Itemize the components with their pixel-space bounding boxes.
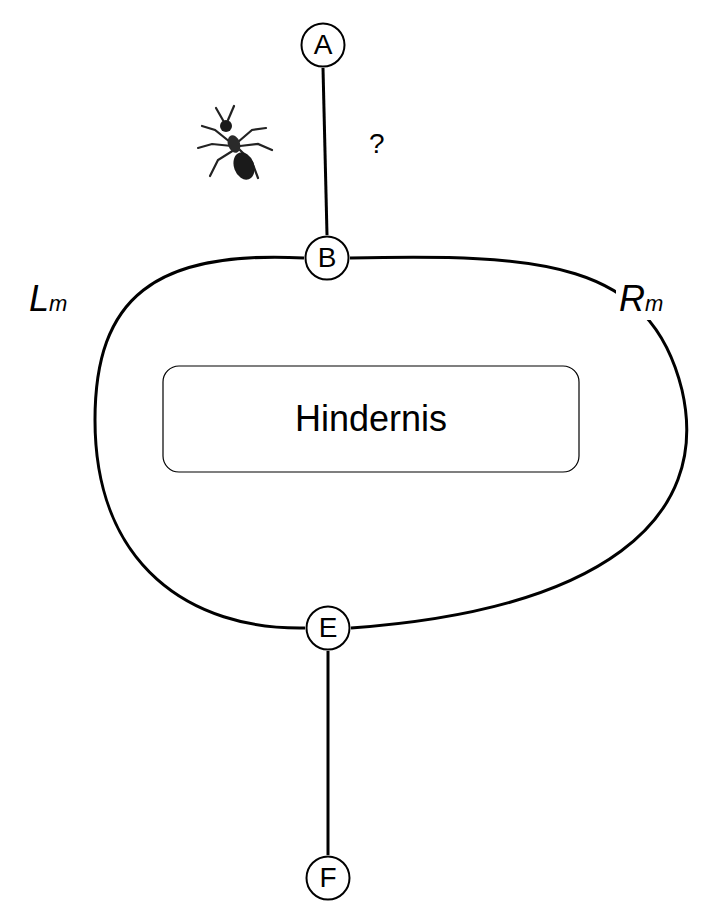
waypoint-circle: E xyxy=(305,605,351,651)
edge-label: ? xyxy=(366,128,388,160)
edge-label: Lm xyxy=(26,278,70,320)
waypoint-circle: B xyxy=(304,235,350,281)
obstacle-box: Hindernis xyxy=(162,365,580,473)
node-label: F xyxy=(319,862,336,894)
node-label: E xyxy=(319,612,338,644)
waypoint-circle: F xyxy=(305,855,351,901)
node-label: A xyxy=(314,29,333,61)
waypoint-circle: A xyxy=(300,22,346,68)
path-line xyxy=(327,651,330,855)
node-label: Hindernis xyxy=(295,398,447,440)
ant-illustration xyxy=(190,100,280,190)
path-line xyxy=(323,68,327,235)
edge-label: Rm xyxy=(616,278,666,320)
node-label: B xyxy=(318,242,337,274)
